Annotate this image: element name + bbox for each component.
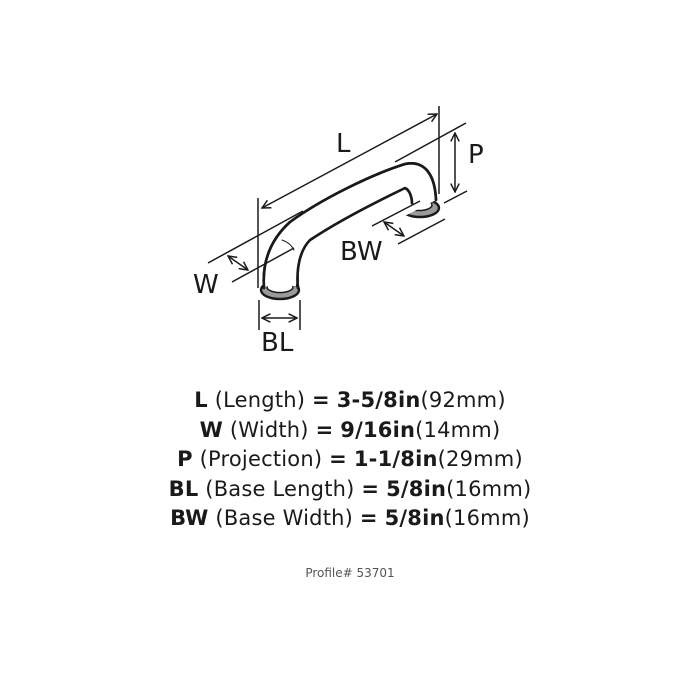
spec-base-length: BL (Base Length) = 5/8in(16mm) xyxy=(168,476,532,501)
spec-width: W (Width) = 9/16in(14mm) xyxy=(199,417,501,442)
length-arrow xyxy=(262,114,437,208)
profile-number: Profile# 53701 xyxy=(305,566,395,580)
spec-base-width: BW (Base Width) = 5/8in(16mm) xyxy=(170,506,530,530)
specifications-list: L (Length) = 3-5/8in(92mm) W (Width) = 9… xyxy=(0,386,700,534)
label-base-width: BW xyxy=(340,237,383,267)
dimension-lines xyxy=(207,106,468,330)
width-arrow xyxy=(228,256,248,270)
label-length: L xyxy=(336,129,351,159)
label-base-length: BL xyxy=(261,328,294,358)
base-width-arrow xyxy=(384,222,404,236)
spec-projection: P (Projection) = 1-1/8in(29mm) xyxy=(177,447,523,471)
handle-illustration xyxy=(259,162,441,301)
label-projection: P xyxy=(468,140,484,170)
handle-dimension-diagram: L P W BL BW xyxy=(193,106,484,358)
spec-length: L (Length) = 3-5/8in(92mm) xyxy=(194,388,506,412)
label-width: W xyxy=(193,270,219,300)
